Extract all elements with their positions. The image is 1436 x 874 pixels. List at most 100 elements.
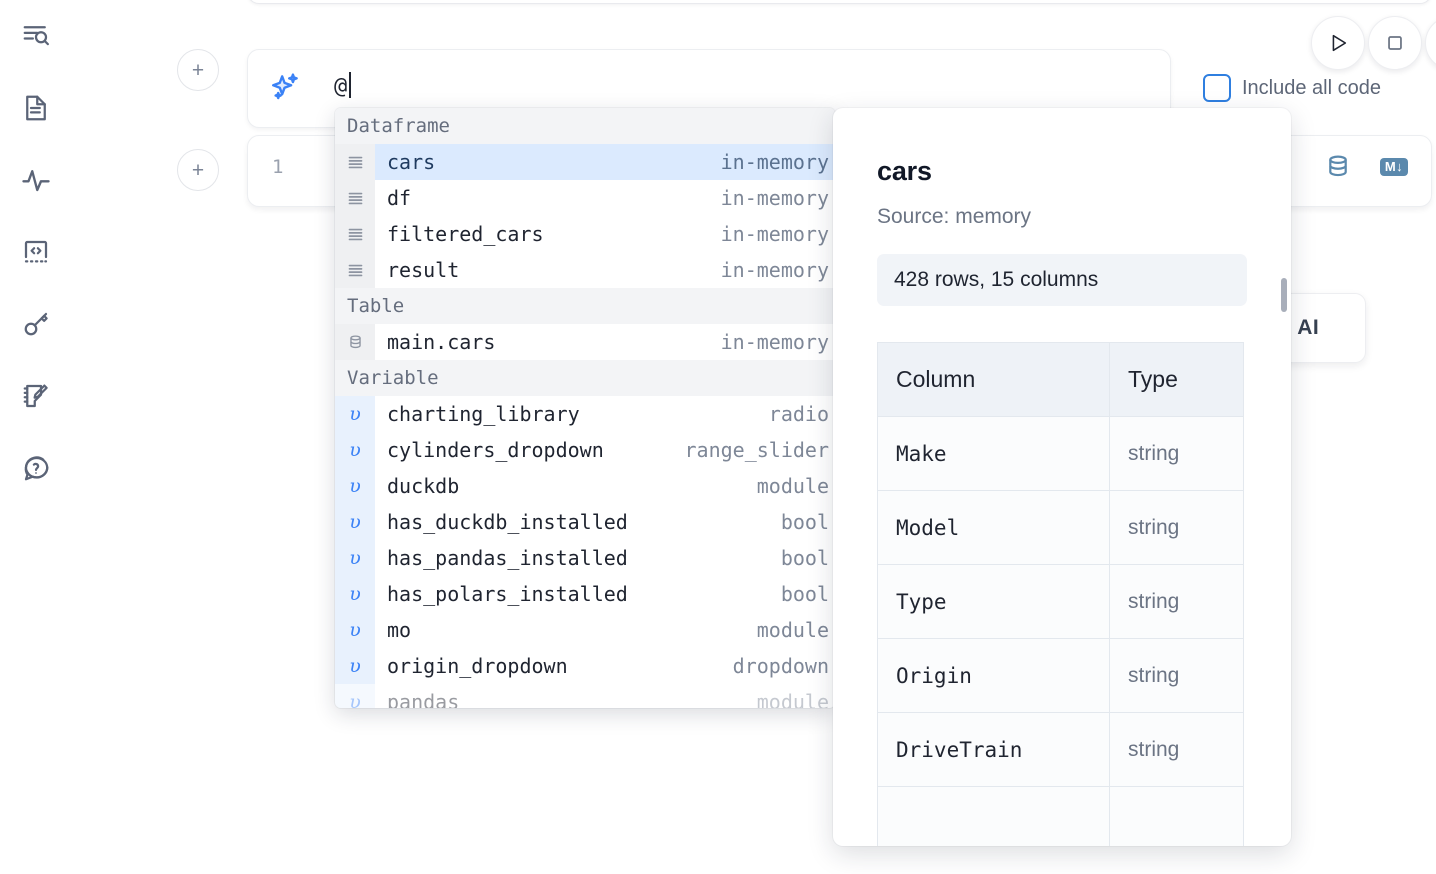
stop-square-icon bbox=[1388, 36, 1402, 50]
stop-button[interactable] bbox=[1368, 16, 1422, 70]
schema-header-column: Column bbox=[877, 342, 1110, 417]
run-button[interactable] bbox=[1311, 16, 1365, 70]
autocomplete-item-name: mo bbox=[387, 618, 412, 642]
ai-sparkle-icon bbox=[268, 70, 302, 104]
schema-column-type bbox=[1109, 786, 1244, 846]
document-icon bbox=[21, 93, 51, 123]
schema-table-row bbox=[877, 786, 1244, 846]
help-chat-icon bbox=[21, 453, 51, 483]
sidebar-item-scratchpad[interactable] bbox=[14, 374, 58, 418]
explore-search-icon bbox=[21, 21, 51, 51]
variable-upsilon-icon: υ bbox=[335, 612, 375, 648]
schema-column-name: Model bbox=[877, 490, 1110, 565]
autocomplete-item-type: radio bbox=[768, 402, 829, 426]
autocomplete-item[interactable]: df in-memory bbox=[335, 180, 835, 216]
autocomplete-item-body: df in-memory bbox=[375, 180, 835, 216]
schema-column-type: string bbox=[1109, 564, 1244, 639]
autocomplete-item-body: main.cars in-memory bbox=[375, 324, 835, 360]
autocomplete-item-type: dropdown bbox=[732, 654, 829, 678]
autocomplete-item-type: in-memory bbox=[720, 258, 829, 282]
cell-above-clipped bbox=[247, 0, 1432, 4]
schema-table-header-row: Column Type bbox=[877, 342, 1244, 417]
database-icon bbox=[335, 324, 375, 360]
autocomplete-item-name: has_polars_installed bbox=[387, 582, 628, 606]
variable-upsilon-icon: υ bbox=[335, 468, 375, 504]
autocomplete-item-name: main.cars bbox=[387, 330, 496, 354]
sidebar-item-notebook[interactable] bbox=[14, 86, 58, 130]
autocomplete-item-type: in-memory bbox=[720, 186, 829, 210]
schema-column-type: string bbox=[1109, 712, 1244, 787]
sidebar-item-help[interactable] bbox=[14, 446, 58, 490]
variable-upsilon-icon: υ bbox=[335, 540, 375, 576]
database-icon[interactable] bbox=[1323, 152, 1353, 182]
sidebar-item-explore[interactable] bbox=[14, 14, 58, 58]
ai-prompt-input[interactable]: @ bbox=[334, 72, 351, 99]
info-source: Source: memory bbox=[877, 205, 1032, 228]
autocomplete-item[interactable]: result in-memory bbox=[335, 252, 835, 288]
include-all-code-row[interactable]: Include all code bbox=[1203, 74, 1381, 102]
include-all-code-checkbox[interactable] bbox=[1203, 74, 1231, 102]
autocomplete-item-body: result in-memory bbox=[375, 252, 835, 288]
markdown-icon[interactable]: M↓ bbox=[1379, 152, 1409, 182]
sidebar-item-activity[interactable] bbox=[14, 158, 58, 202]
play-icon bbox=[1332, 34, 1347, 52]
info-shape-badge: 428 rows, 15 columns bbox=[877, 254, 1247, 306]
sidebar-item-snippets[interactable] bbox=[14, 230, 58, 274]
dataframe-rows-icon bbox=[335, 144, 375, 180]
add-cell-button-top[interactable]: + bbox=[177, 49, 219, 91]
dataframe-rows-icon bbox=[335, 252, 375, 288]
autocomplete-item-type: module bbox=[756, 474, 829, 498]
autocomplete-item[interactable]: υ has_pandas_installed bool bbox=[335, 540, 835, 576]
sidebar-item-secrets[interactable] bbox=[14, 302, 58, 346]
variable-upsilon-icon: υ bbox=[335, 432, 375, 468]
info-title: cars bbox=[877, 156, 932, 186]
autocomplete-item-name: df bbox=[387, 186, 412, 210]
autocomplete-item-name: cars bbox=[387, 150, 436, 174]
autocomplete-item-name: has_pandas_installed bbox=[387, 546, 628, 570]
autocomplete-section-header: Dataframe bbox=[335, 108, 835, 144]
plus-icon: + bbox=[191, 58, 205, 82]
plus-icon: + bbox=[191, 158, 205, 182]
info-panel-scrollbar[interactable] bbox=[1281, 278, 1287, 312]
schema-column-type: string bbox=[1109, 416, 1244, 491]
variable-upsilon-icon: υ bbox=[335, 504, 375, 540]
scratchpad-edit-icon bbox=[21, 381, 51, 411]
autocomplete-item-name: pandas bbox=[387, 690, 460, 708]
autocomplete-item-type: in-memory bbox=[720, 330, 829, 354]
autocomplete-item-type: bool bbox=[780, 546, 829, 570]
left-icon-rail bbox=[0, 0, 72, 874]
add-cell-button-bottom[interactable]: + bbox=[177, 149, 219, 191]
autocomplete-item[interactable]: main.cars in-memory bbox=[335, 324, 835, 360]
more-actions-button[interactable] bbox=[1425, 16, 1436, 70]
autocomplete-item-type: bool bbox=[780, 510, 829, 534]
autocomplete-item-name: filtered_cars bbox=[387, 222, 544, 246]
autocomplete-item-name: result bbox=[387, 258, 460, 282]
cell-toolbar: M↓ bbox=[1323, 152, 1409, 182]
autocomplete-item-name: cylinders_dropdown bbox=[387, 438, 604, 462]
markdown-badge-label: M↓ bbox=[1379, 158, 1409, 176]
